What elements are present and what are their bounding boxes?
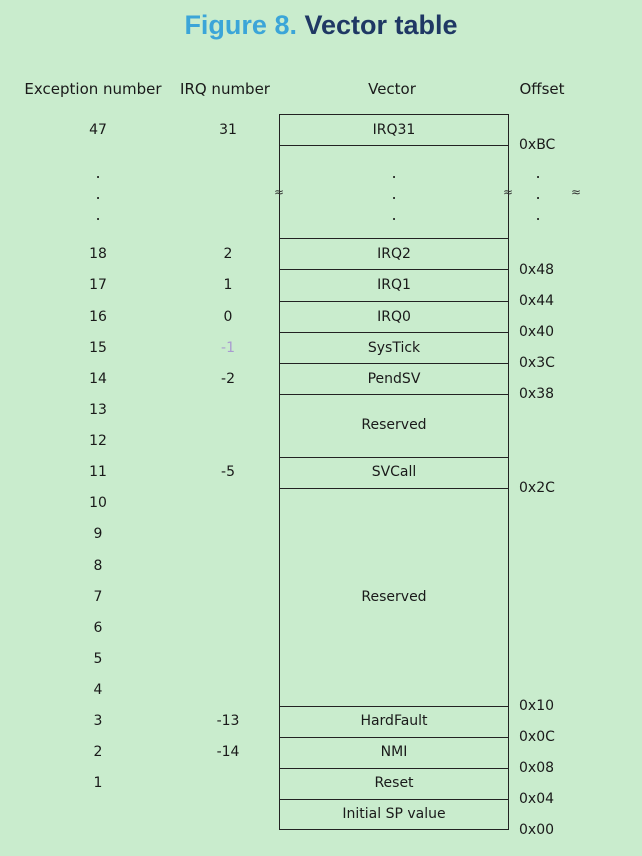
row-divider [279, 737, 509, 738]
break-mark-offset: ≈ [571, 185, 582, 199]
break-mark-left: ≈ [274, 185, 285, 199]
irq-number: -1 [221, 340, 235, 356]
row-divider [279, 301, 509, 302]
figure-title: Figure 8. Vector table [0, 10, 642, 41]
dot: . [535, 184, 541, 203]
offset-label: 0x08 [519, 760, 555, 776]
vector-irq0: IRQ0 [377, 309, 411, 325]
irq-number: 2 [223, 246, 233, 262]
exception-number: 2 [93, 744, 103, 760]
vector-systick: SysTick [367, 340, 421, 356]
row-divider [279, 488, 509, 489]
irq-number: 1 [223, 277, 233, 293]
exception-number: 4 [93, 682, 103, 698]
exception-number: 1 [93, 775, 103, 791]
dot: . [95, 205, 101, 224]
dot: . [391, 205, 397, 224]
offset-label: 0x40 [519, 324, 555, 340]
row-divider [279, 768, 509, 769]
exception-number: 15 [89, 340, 107, 356]
vector-reserved-lower: Reserved [361, 589, 427, 605]
row-divider [279, 394, 509, 395]
offset-label: 0x0C [519, 729, 555, 745]
exception-number: 3 [93, 713, 103, 729]
row-divider [279, 457, 509, 458]
irq-number: 0 [223, 309, 233, 325]
vector-svcall: SVCall [371, 464, 417, 480]
exception-number: 7 [93, 589, 103, 605]
row-divider [279, 238, 509, 239]
offset-label: 0x48 [519, 262, 555, 278]
vector-irq31: IRQ31 [372, 122, 416, 138]
exception-number: 17 [89, 277, 107, 293]
offset-ellipsis: ... [533, 162, 543, 225]
exception-number: 16 [89, 309, 107, 325]
vector-irq2: IRQ2 [377, 246, 411, 262]
offset-label: 0x38 [519, 386, 555, 402]
header-irq-number: IRQ number [180, 80, 270, 98]
header-offset: Offset [519, 80, 565, 98]
exception-number: 18 [89, 246, 107, 262]
exception-number: 13 [89, 402, 107, 418]
dot: . [535, 205, 541, 224]
header-exception-number: Exception number [24, 80, 162, 98]
offset-label: 0xBC [519, 137, 556, 153]
offset-label: 0x2C [519, 480, 555, 496]
exception-number: 9 [93, 526, 103, 542]
offset-label: 0x10 [519, 698, 555, 714]
irq-number: -14 [216, 744, 240, 760]
irq-number: -13 [216, 713, 240, 729]
vector-table [279, 114, 509, 830]
exception-number: 12 [89, 433, 107, 449]
vector-reserved-upper: Reserved [361, 417, 427, 433]
exception-number: 8 [93, 558, 103, 574]
dot: . [95, 184, 101, 203]
exception-number: 10 [89, 495, 107, 511]
vector-reset: Reset [374, 775, 414, 791]
row-divider [279, 799, 509, 800]
vector-ellipsis: ... [389, 162, 399, 225]
vector-initial-sp: Initial SP value [342, 806, 446, 822]
vector-pendsv: PendSV [367, 371, 421, 387]
figure-caption: Vector table [304, 10, 458, 40]
header-vector: Vector [368, 80, 416, 98]
dot: . [95, 163, 101, 182]
figure-label: Figure 8. [184, 10, 297, 40]
exception-number: 11 [89, 464, 107, 480]
exception-number: 6 [93, 620, 103, 636]
irq-number: -5 [221, 464, 235, 480]
offset-label: 0x04 [519, 791, 555, 807]
dot: . [535, 163, 541, 182]
offset-label: 0x44 [519, 293, 555, 309]
offset-label: 0x3C [519, 355, 555, 371]
vector-hardfault: HardFault [360, 713, 428, 729]
irq-number: 31 [219, 122, 237, 138]
exception-number: 47 [89, 122, 107, 138]
exception-ellipsis: ... [93, 162, 103, 225]
row-divider [279, 269, 509, 270]
dot: . [391, 163, 397, 182]
dot: . [391, 184, 397, 203]
exception-number: 14 [89, 371, 107, 387]
offset-label: 0x00 [519, 822, 555, 838]
row-divider [279, 363, 509, 364]
exception-number: 5 [93, 651, 103, 667]
irq-number: -2 [221, 371, 235, 387]
vector-nmi: NMI [380, 744, 408, 760]
vector-irq1: IRQ1 [377, 277, 411, 293]
row-divider [279, 145, 509, 146]
row-divider [279, 706, 509, 707]
row-divider [279, 332, 509, 333]
break-mark-right: ≈ [503, 185, 514, 199]
